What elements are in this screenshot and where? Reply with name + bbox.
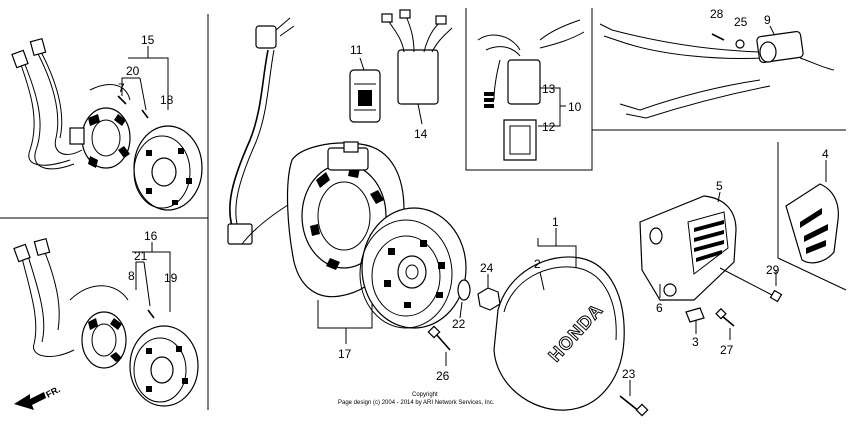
callout-5: 5 [716,179,723,193]
center-generator-assembly [227,17,467,344]
panel-dividers [0,8,847,410]
ignition-unit-assembly [477,19,585,161]
callout-14: 14 [414,127,428,141]
callout-20: 20 [126,64,140,78]
cdi-units [349,9,453,125]
callout-24: 24 [480,261,494,275]
ignition-coil-assembly [599,23,835,119]
callout-25: 25 [734,15,748,29]
top-left-generator-assembly [11,37,203,211]
part-callouts: 1 2 3 4 5 6 7 8 9 10 11 12 13 14 15 16 1… [118,7,829,383]
left-crankcase-cover: HONDA [427,228,649,417]
callout-18: 18 [160,93,174,107]
callout-12: 12 [542,120,556,134]
callout-11: 11 [350,43,363,57]
callout-15: 15 [141,33,155,47]
copyright-line1: Copyright [412,392,438,398]
copyright-line2: Page design (c) 2004 - 2014 by ARI Netwo… [338,400,495,406]
front-marker-text: FR. [44,384,61,400]
callout-4: 4 [822,147,829,161]
callout-27: 27 [720,343,734,357]
callout-2: 2 [534,257,541,271]
callout-10: 10 [568,100,582,114]
callout-8: 8 [128,269,135,283]
callout-7: 7 [118,81,125,95]
callout-17: 17 [338,347,352,361]
callout-16: 16 [144,229,158,243]
callout-22: 22 [452,317,466,331]
callout-26: 26 [436,369,450,383]
callout-21: 21 [134,249,148,263]
callout-13: 13 [542,82,556,96]
callout-3: 3 [692,335,699,349]
callout-29: 29 [766,263,780,277]
callout-19: 19 [164,271,178,285]
sprocket-guard-assembly [639,160,839,340]
callout-28: 28 [710,7,724,21]
callout-6: 6 [656,301,663,315]
callout-1: 1 [552,215,559,229]
callout-23: 23 [622,367,636,381]
front-direction-arrow-icon [14,392,46,410]
callout-9: 9 [764,13,771,27]
bottom-left-generator-assembly [13,237,199,410]
